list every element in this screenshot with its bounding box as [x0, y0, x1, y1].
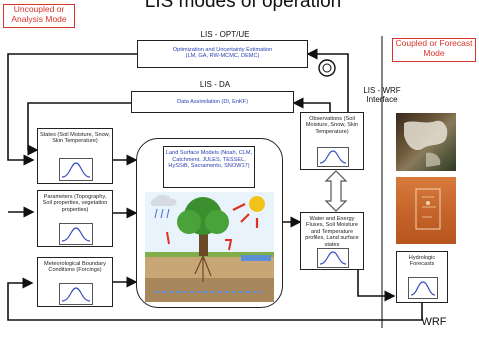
observations-box: Observations (Soil Moisture, Snow, Skin …: [300, 112, 364, 170]
forcing-label: Meteorological Boundary Conditions (Forc…: [44, 261, 106, 274]
wrf-interface-line2: Interface: [366, 95, 398, 104]
wrf-interface-line1: LIS - WRF: [363, 86, 401, 95]
wrf-feedback-line: [7, 277, 423, 321]
da-to-states-line: [27, 102, 131, 156]
optue-line2: (LM, GA, RW-MCMC, DEMC): [185, 53, 260, 60]
hydrologic-distribution-icon: [408, 277, 438, 299]
forcing-box: Meteorological Boundary Conditions (Forc…: [37, 257, 113, 307]
states-distribution-icon: [59, 158, 93, 181]
obs-to-da-line: [292, 97, 331, 112]
obs-fluxes-double-arrow: [324, 170, 348, 212]
satellite-image-top: [396, 113, 456, 171]
states-box: States (Soil Moisture, Snow, Skin Temper…: [37, 128, 113, 184]
parameters-distribution-icon: [59, 223, 93, 245]
land-surface-illustration: [145, 192, 274, 302]
states-label: States (Soil Moisture, Snow, Skin Temper…: [40, 132, 110, 145]
da-box: Data Assimilation (DI, EnKF): [131, 91, 294, 113]
uncoupled-mode-label: Uncoupled or Analysis Mode: [3, 4, 75, 28]
satellite-image-bottom: [396, 177, 456, 244]
optue-to-states-line: [7, 53, 137, 166]
observations-distribution-icon: [317, 147, 349, 167]
optue-title: LIS - OPT/UE: [200, 30, 250, 39]
fluxes-to-hydro-line: [357, 262, 396, 302]
tree-trunk: [199, 228, 208, 256]
parameters-label: Parameters (Topography, Soil properties,…: [42, 194, 108, 213]
observations-label: Observations (Soil Moisture, Snow, Skin …: [305, 116, 359, 135]
fluxes-label: Water and Energy Fluxes, Soil Moisture a…: [305, 216, 359, 248]
parameters-box: Parameters (Topography, Soil properties,…: [37, 190, 113, 247]
optue-box: Optimization and Uncertainty Estimation …: [137, 40, 308, 68]
sun-icon: [249, 196, 265, 212]
feedback-loop-icon: [318, 59, 336, 77]
lsm-box: Land Surface Models (Noah, CLM, Catchmen…: [136, 138, 283, 308]
hydrologic-forecasts-box: Hydrologic Forecasts: [396, 251, 448, 303]
fluxes-box: Water and Energy Fluxes, Soil Moisture a…: [300, 212, 364, 270]
forcing-distribution-icon: [59, 283, 93, 305]
wrf-interface-label: LIS - WRF Interface: [356, 86, 408, 104]
page-title: LIS modes of operation: [144, 0, 342, 12]
optue-line1: Optimization and Uncertainty Estimation: [172, 47, 273, 53]
wrf-label: WRF: [421, 316, 447, 328]
obs-to-optue-line: [306, 48, 349, 112]
da-title: LIS - DA: [199, 80, 231, 89]
fluxes-distribution-icon: [317, 248, 349, 268]
hydrologic-forecasts-label: Hydrologic Forecasts: [408, 255, 436, 268]
coupled-mode-label: Coupled or Forecast Mode: [392, 38, 476, 62]
lsm-label: Land Surface Models (Noah, CLM, Catchmen…: [163, 146, 255, 188]
cloud-icon: [150, 194, 177, 206]
